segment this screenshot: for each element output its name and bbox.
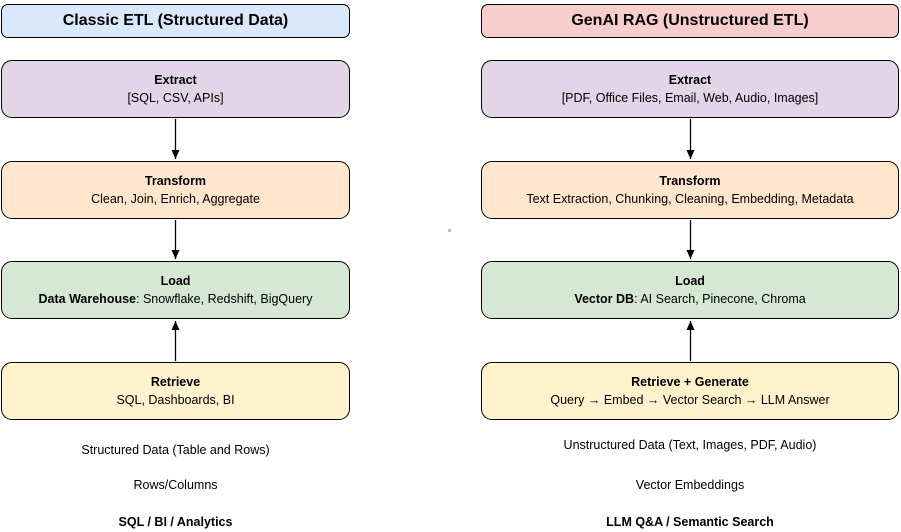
genai-rag-header: GenAI RAG (Unstructured ETL) bbox=[481, 4, 899, 38]
genai-step-extract: Extract [PDF, Office Files, Email, Web, … bbox=[481, 60, 899, 118]
genai-step-transform: Transform Text Extraction, Chunking, Cle… bbox=[481, 161, 899, 219]
genai-rag-title: GenAI RAG (Unstructured ETL) bbox=[571, 12, 809, 29]
step-detail: [PDF, Office Files, Email, Web, Audio, I… bbox=[561, 90, 819, 105]
step-detail: Query → Embed → Vector Search → LLM Answ… bbox=[550, 392, 830, 407]
step-title: Load bbox=[675, 273, 705, 288]
step-title: Transform bbox=[659, 173, 721, 188]
genai-step-retrieve-generate: Retrieve + Generate Query → Embed → Vect… bbox=[481, 362, 899, 420]
step-detail: Text Extraction, Chunking, Cleaning, Emb… bbox=[526, 191, 854, 206]
step-detail: SQL, Dashboards, BI bbox=[116, 392, 235, 407]
classic-footnote-storage-unit: Rows/Columns bbox=[133, 478, 218, 492]
step-title: Load bbox=[160, 273, 191, 288]
step-detail: Vector DB: AI Search, Pinecone, Chroma bbox=[574, 291, 806, 306]
step-title: Extract bbox=[668, 72, 712, 87]
genai-step-load: Load Vector DB: AI Search, Pinecone, Chr… bbox=[481, 261, 899, 319]
classic-footnote-consumption: SQL / BI / Analytics bbox=[118, 515, 233, 529]
classic-step-load: Load Data Warehouse: Snowflake, Redshift… bbox=[1, 261, 350, 319]
step-detail: Data Warehouse: Snowflake, Redshift, Big… bbox=[38, 291, 313, 306]
classic-etl-title: Classic ETL (Structured Data) bbox=[62, 12, 289, 29]
step-detail: [SQL, CSV, APIs] bbox=[127, 90, 224, 105]
classic-footnote-data-shape: Structured Data (Table and Rows) bbox=[81, 443, 270, 457]
step-title: Retrieve + Generate bbox=[631, 374, 749, 389]
genai-footnote-storage-unit: Vector Embeddings bbox=[635, 478, 745, 492]
genai-footnote-consumption: LLM Q&A / Semantic Search bbox=[606, 515, 774, 529]
genai-footnote-data-shape: Unstructured Data (Text, Images, PDF, Au… bbox=[563, 438, 817, 452]
classic-step-retrieve: Retrieve SQL, Dashboards, BI bbox=[1, 362, 350, 420]
step-detail: Clean, Join, Enrich, Aggregate bbox=[91, 191, 260, 206]
step-title: Retrieve bbox=[150, 374, 201, 389]
column-classic-etl: Classic ETL (Structured Data) Extract [S… bbox=[1, 0, 350, 532]
step-title: Extract bbox=[154, 72, 197, 87]
step-title: Transform bbox=[144, 173, 207, 188]
classic-step-extract: Extract [SQL, CSV, APIs] bbox=[1, 60, 350, 118]
artifact-dot bbox=[448, 229, 451, 232]
classic-etl-header: Classic ETL (Structured Data) bbox=[1, 4, 350, 38]
column-genai-rag: GenAI RAG (Unstructured ETL) Extract [PD… bbox=[481, 0, 899, 532]
classic-step-transform: Transform Clean, Join, Enrich, Aggregate bbox=[1, 161, 350, 219]
